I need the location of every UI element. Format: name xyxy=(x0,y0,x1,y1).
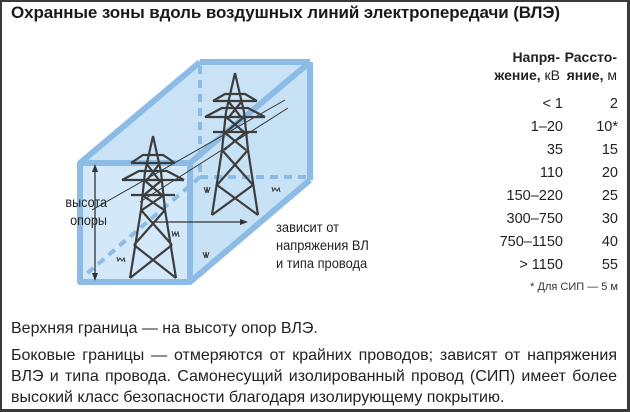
tower-height-label: высота опоры xyxy=(53,193,107,229)
table-row: 1–20 10* xyxy=(460,119,620,141)
distance-cell: 25 xyxy=(601,188,618,204)
height-arrow xyxy=(92,164,98,281)
grass-icon xyxy=(116,186,281,263)
table-row: > 1150 55 xyxy=(460,257,620,279)
voltage-cell: 750–1150 xyxy=(499,234,563,250)
distance-cell: 55 xyxy=(601,257,618,273)
table-row: 750–1150 40 xyxy=(460,234,620,256)
dependency-label-line2: напряжения ВЛ xyxy=(276,237,369,253)
distance-arrow xyxy=(153,219,248,225)
distance-column-header: Рассто- яние, м xyxy=(565,48,617,84)
distance-cell: 20 xyxy=(601,165,618,181)
voltage-header-line2: жение, xyxy=(494,67,541,83)
protection-zone-diagram xyxy=(77,59,313,285)
table-row: 35 15 xyxy=(460,142,620,164)
voltage-header-line1: Напря- xyxy=(512,49,560,65)
voltage-cell: > 1150 xyxy=(519,257,563,273)
voltage-column-header: Напря- жение, кВ xyxy=(494,48,560,84)
power-wires xyxy=(91,99,289,211)
table-row: 110 20 xyxy=(460,165,620,187)
voltage-cell: 110 xyxy=(539,165,563,181)
voltage-cell: 300–750 xyxy=(506,211,563,227)
distance-header-unit: м xyxy=(603,67,617,83)
distance-cell: 2 xyxy=(609,96,618,112)
distance-cell: 15 xyxy=(601,142,618,158)
table-row: < 1 2 xyxy=(460,96,620,118)
distance-header-line1: Рассто- xyxy=(564,49,617,65)
table-footnote: * Для СИП — 5 м xyxy=(530,281,618,293)
voltage-cell: 35 xyxy=(546,142,563,158)
front-tower-icon xyxy=(121,135,185,279)
voltage-cell: 1–20 xyxy=(530,119,563,135)
dependency-label: зависит от напряжения ВЛ и типа провода xyxy=(276,218,369,272)
voltage-cell: 150–220 xyxy=(506,188,563,204)
height-label-line2: опоры xyxy=(70,212,107,228)
distance-cell: 40 xyxy=(601,234,618,250)
voltage-cell: < 1 xyxy=(542,96,563,112)
height-label-line1: высота xyxy=(65,194,107,210)
distance-header-line2: яние, xyxy=(566,67,604,83)
dependency-label-line3: и типа провода xyxy=(276,255,368,271)
page-title: Охранные зоны вдоль воздушных линий элек… xyxy=(11,3,560,22)
distance-cell: 10* xyxy=(596,119,618,135)
voltage-header-unit: кВ xyxy=(540,67,560,83)
upper-boundary-text: Верхняя граница — на высоту опор ВЛЭ. xyxy=(11,320,318,337)
distance-cell: 30 xyxy=(601,211,618,227)
table-row: 300–750 30 xyxy=(460,211,620,233)
back-tower-icon xyxy=(204,72,266,216)
dependency-label-line1: зависит от xyxy=(276,219,340,235)
table-row: 150–220 25 xyxy=(460,188,620,210)
side-boundaries-text: Боковые границы — отмеряются от крайних … xyxy=(11,347,617,406)
